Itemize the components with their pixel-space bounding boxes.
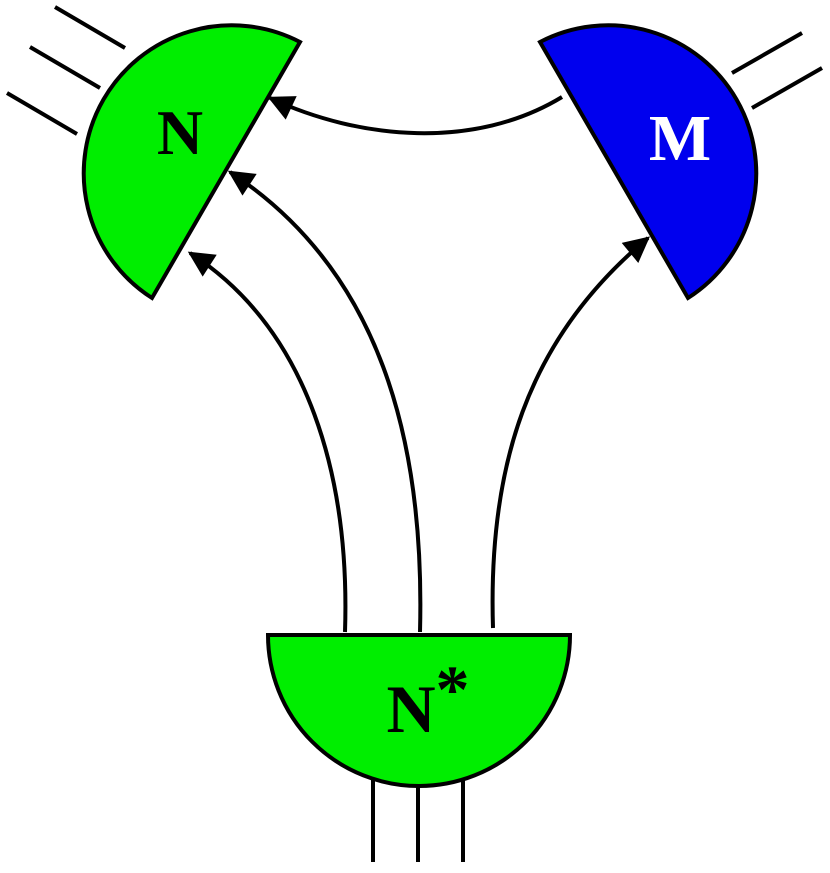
node-n-star-bottom: N* [265,633,573,788]
propagator-nstar-to-n-inner [227,170,423,633]
external-line [731,31,803,75]
external-line [751,66,823,110]
propagator-nstar-to-n-outer [187,251,348,633]
external-line [53,5,127,50]
right-node-external-lines [731,31,823,110]
node-n-star-bottom-shape [265,633,573,788]
propagator-nstar-to-m [490,236,651,629]
node-n-star-base: N [386,671,435,747]
node-n-star-bottom-label: N* [386,651,469,747]
left-node-external-lines [5,5,127,136]
node-m-right-label: M [649,102,711,175]
propagator-m-to-n [267,95,564,136]
node-m-right-shape [537,23,759,301]
node-n-left: N [81,23,303,301]
bottom-node-external-lines [371,775,465,862]
node-n-left-shape [81,23,303,301]
node-m-right: M [537,23,759,301]
node-n-star-superscript: * [436,651,470,727]
external-line [28,45,102,90]
node-n-left-label: N [157,97,203,168]
external-line [5,91,79,136]
